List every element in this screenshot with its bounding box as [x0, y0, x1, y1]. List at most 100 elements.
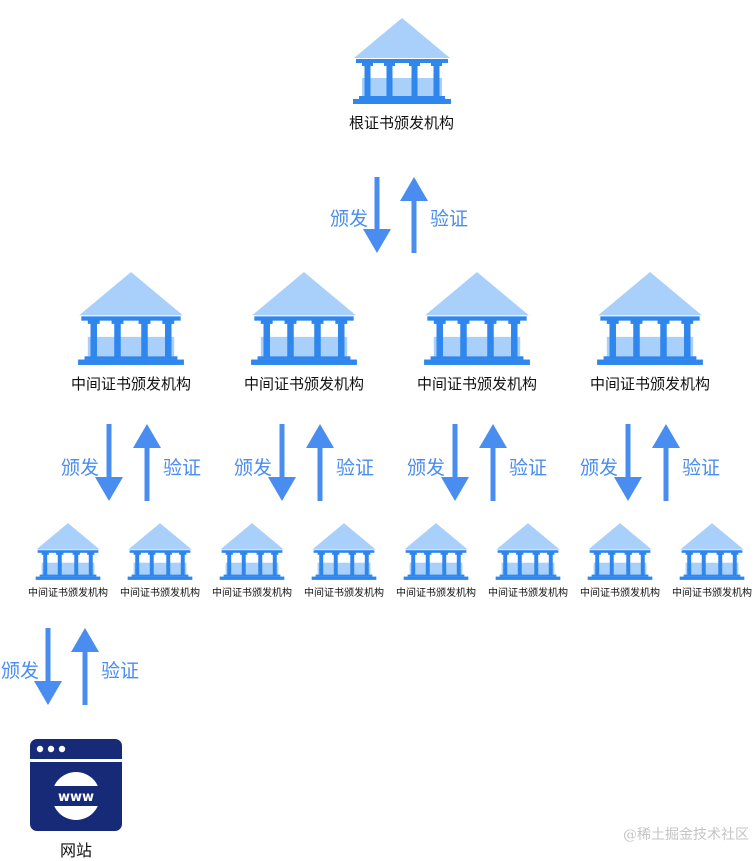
browser-window-icon: www: [30, 739, 122, 831]
institution-icon: [597, 272, 703, 365]
verify-label: 验证: [336, 457, 375, 479]
verify-label: 验证: [509, 457, 548, 479]
column-shaft: [319, 554, 324, 576]
base-plinth: [311, 576, 377, 580]
column-shaft: [263, 322, 270, 358]
base-step: [223, 574, 281, 577]
arrow-shaft: [144, 447, 150, 501]
column-shaft: [732, 554, 737, 576]
base-plinth: [424, 359, 530, 365]
column-shaft: [411, 554, 416, 576]
roof-shape: [588, 523, 652, 550]
column-capital: [56, 552, 64, 555]
arrow-shaft: [663, 447, 669, 501]
base-plinth: [587, 576, 653, 580]
institution-icon: [127, 523, 193, 580]
column-capital: [284, 319, 297, 324]
institution-icon: [311, 523, 377, 580]
base-step: [358, 96, 445, 99]
column-shaft: [338, 322, 345, 358]
leaf-ca-node-7: 中间证书颁发机构: [580, 523, 660, 599]
leaf-ca-node-2: 中间证书颁发机构: [120, 523, 200, 599]
arrow-up-icon: [71, 628, 99, 705]
arrow-shaft: [45, 628, 51, 682]
institution-icon: [403, 523, 469, 580]
column-capital: [508, 319, 521, 324]
arrow-head: [133, 424, 161, 448]
intermediate-ca-node-4: 中间证书颁发机构: [590, 272, 710, 394]
column-shaft: [43, 554, 48, 576]
column-shaft: [460, 322, 467, 358]
column-shaft: [517, 554, 522, 576]
arrow-shaft: [374, 177, 380, 230]
base-step: [683, 574, 741, 577]
column-shaft: [88, 554, 93, 576]
roof-shape: [598, 272, 702, 316]
base-plinth: [597, 359, 703, 365]
roof-shape: [425, 272, 529, 316]
wall-fill: [433, 336, 521, 357]
lintel: [254, 316, 354, 321]
leaf-ca-node-1: 中间证书颁发机构: [28, 523, 108, 599]
arrow-head: [363, 229, 391, 253]
leaf-ca-label: 中间证书颁发机构: [304, 588, 384, 599]
column-shaft: [258, 554, 263, 576]
column-shaft: [287, 322, 294, 358]
www-badge-text: www: [58, 790, 94, 805]
column-shaft: [609, 554, 614, 576]
intermediate-ca-label: 中间证书颁发机构: [71, 375, 192, 393]
column-capital: [271, 552, 279, 555]
issue-label: 颁发: [580, 457, 619, 479]
arrow-down-icon: [363, 177, 391, 253]
column-shaft: [364, 65, 370, 97]
column-capital: [361, 62, 373, 66]
column-shaft: [436, 322, 443, 358]
arrow-down-icon: [34, 628, 62, 705]
column-shaft: [687, 554, 692, 576]
leaf-ca-node-5: 中间证书颁发机构: [396, 523, 476, 599]
leaf-ca-node-6: 中间证书颁发机构: [488, 523, 568, 599]
roof-shape: [404, 523, 468, 550]
column-capital: [317, 552, 325, 555]
arrow-head: [614, 477, 642, 501]
column-shaft: [595, 554, 600, 576]
column-shaft: [633, 322, 640, 358]
lintel: [37, 550, 99, 553]
column-capital: [225, 552, 233, 555]
root-ca-label: 根证书颁发机构: [349, 114, 455, 132]
wall-fill: [593, 562, 647, 575]
column-shaft: [425, 554, 430, 576]
lintel: [681, 550, 743, 553]
institution-icon: [35, 523, 101, 580]
verify-label: 验证: [101, 660, 140, 682]
column-shaft: [442, 554, 447, 576]
verify-label: 验证: [430, 208, 469, 230]
issue-label: 颁发: [234, 457, 273, 479]
wall-fill: [361, 78, 442, 96]
column-capital: [630, 319, 643, 324]
column-shaft: [684, 322, 691, 358]
intermediate-ca-node-3: 中间证书颁发机构: [417, 272, 537, 394]
column-capital: [111, 319, 124, 324]
window-dot-icon: [36, 745, 44, 753]
column-shaft: [660, 322, 667, 358]
column-capital: [240, 552, 248, 555]
lintel: [129, 550, 191, 553]
lintel: [589, 550, 651, 553]
base-step: [131, 574, 189, 577]
intermediate-ca-node-1: 中间证书颁发机构: [71, 272, 191, 394]
column-capital: [484, 319, 497, 324]
column-capital: [138, 319, 151, 324]
leaf-ca-label: 中间证书颁发机构: [212, 588, 292, 599]
column-shaft: [314, 322, 321, 358]
issue-label: 颁发: [1, 660, 40, 682]
column-shaft: [456, 554, 461, 576]
column-shaft: [180, 554, 185, 576]
arrow-up-icon: [479, 424, 507, 501]
roof-shape: [36, 523, 100, 550]
column-capital: [639, 552, 647, 555]
wall-fill: [606, 336, 694, 357]
column-capital: [608, 552, 616, 555]
arrow-shaft: [317, 447, 323, 501]
column-capital: [383, 62, 395, 66]
